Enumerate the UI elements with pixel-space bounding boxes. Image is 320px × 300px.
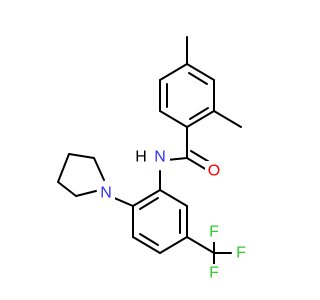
fluorine-right-background [233, 244, 249, 262]
bond-ring2-double-c [139, 197, 159, 210]
bond-ring2-to-cf3 [186, 236, 215, 254]
fluorine-top-background [206, 224, 222, 242]
bond-ring1-d [186, 110, 215, 128]
bond-ring2-double-b [139, 233, 159, 246]
fluorine-top-label: F [209, 224, 219, 241]
fluorine-bottom-background [206, 264, 222, 282]
bond-ring2-d [132, 236, 161, 254]
amide-nitrogen-label: N [154, 149, 166, 166]
pyrrolidine-nitrogen-label: N [100, 185, 112, 202]
bond-ring2-f [132, 189, 161, 207]
bond-carbonyl-to-oxygen-a [186, 157, 208, 171]
molecule-structure: N H O N F F F [57, 36, 249, 282]
bond-pyrrolidine-b [57, 181, 77, 197]
bond-ring2-c [159, 236, 188, 254]
carbonyl-oxygen-label: O [208, 163, 220, 180]
amide-hydrogen-label: H [135, 149, 147, 166]
bond-pyrrolidine-c [57, 153, 70, 183]
bond-ring2-to-pyrrolidine-nitrogen [111, 196, 134, 207]
bond-pyrrolidine-d [68, 153, 95, 159]
pyrrolidine-nitrogen-background [97, 183, 115, 203]
bond-ring1-double-c [189, 107, 209, 120]
amide-nitrogen-background [152, 147, 170, 167]
amide-nitrogen-group: N H [133, 147, 170, 167]
bond-pyrrolidine-a [75, 190, 97, 197]
bond-ring1-c [159, 110, 188, 128]
bond-ring2-a [159, 189, 188, 207]
atom-labels: N H O N F F F [97, 147, 249, 282]
carbonyl-oxygen-background [205, 161, 223, 181]
fluorine-bottom-label: F [209, 265, 219, 282]
bond-carbonyl-to-nitrogen [166, 157, 188, 161]
bond-ring1-double-b [188, 72, 208, 85]
bond-methyl-right [213, 110, 242, 128]
bond-pyrrolidine-e [93, 157, 105, 181]
bond-ring1-a [159, 63, 188, 81]
amide-hydrogen-background [133, 147, 149, 167]
fluorine-right-label: F [236, 245, 246, 262]
bond-ring1-f [186, 63, 215, 81]
